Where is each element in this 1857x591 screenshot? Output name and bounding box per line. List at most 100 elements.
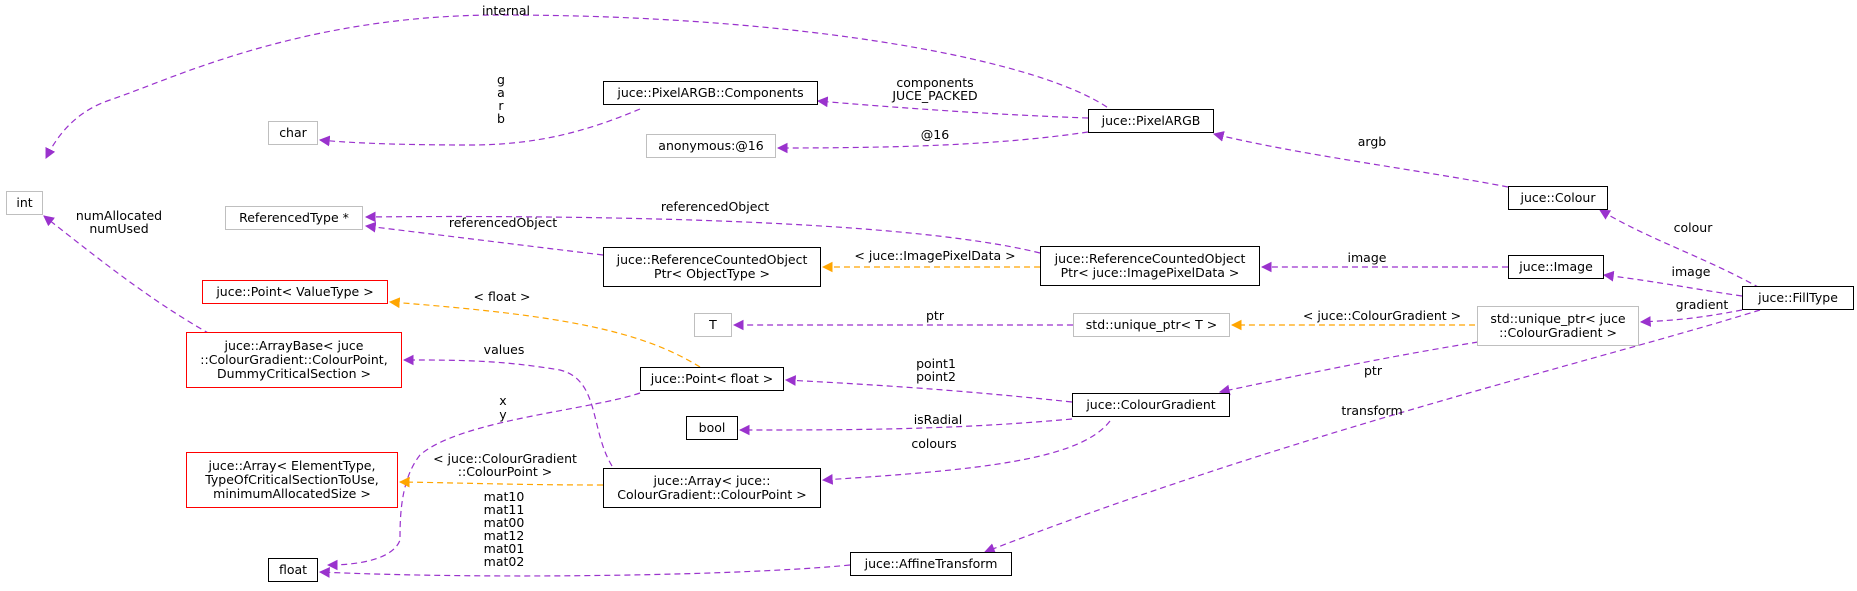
edge-label-referencedobject-1: referencedObject	[660, 199, 770, 214]
edge-label-b: b	[497, 111, 505, 126]
node-pixelargb[interactable]: juce::PixelARGB	[1088, 109, 1214, 133]
edge-values	[402, 354, 613, 467]
edge-lt-float	[388, 297, 701, 368]
edge-label-a: a	[497, 85, 505, 100]
node-referenced-type[interactable]: ReferencedType *	[225, 206, 363, 230]
node-rco-image-label-line1: juce::ReferenceCountedObject	[1054, 251, 1246, 266]
node-colour-label: juce::Colour	[1520, 190, 1596, 205]
node-rco-image-label-line2: Ptr< juce::ImagePixelData >	[1060, 265, 1240, 280]
edge-label-lt-float: < float >	[473, 289, 531, 304]
edge-colours	[821, 420, 1111, 485]
edge-garb	[318, 108, 641, 147]
edge-label-image-2: image	[1671, 264, 1711, 279]
node-rco-object-label-line2: Ptr< ObjectType >	[654, 266, 770, 281]
node-t-label: T	[709, 317, 717, 332]
node-bool[interactable]: bool	[686, 416, 738, 440]
node-t[interactable]: T	[694, 313, 732, 337]
node-anonymous16-label: anonymous:@16	[658, 138, 764, 153]
node-array-base[interactable]: juce::ArrayBase< juce::ColourGradient::C…	[186, 332, 402, 388]
edge-label-isradial: isRadial	[913, 412, 963, 427]
node-array-cp-label-line2: ColourGradient::ColourPoint >	[617, 487, 807, 502]
node-char[interactable]: char	[268, 121, 318, 145]
node-affine-transform-label: juce::AffineTransform	[864, 556, 998, 571]
edge-label-values: values	[483, 342, 525, 357]
edge-label-g: g	[497, 72, 505, 87]
node-unique-ptr-t[interactable]: std::unique_ptr< T >	[1073, 313, 1230, 337]
edge-label-y: y	[499, 407, 507, 422]
node-int[interactable]: int	[6, 191, 43, 215]
node-affine-transform[interactable]: juce::AffineTransform	[850, 552, 1012, 576]
node-referenced-type-label: ReferencedType *	[239, 210, 349, 225]
node-int-label: int	[16, 195, 33, 210]
edge-at16	[776, 131, 1089, 154]
edge-transform	[983, 309, 1761, 554]
edge-label-ptr-1: ptr	[926, 308, 944, 323]
node-char-label: char	[279, 125, 307, 140]
edge-xy	[326, 392, 641, 571]
edge-label-gradient: gradient	[1675, 297, 1729, 312]
edge-image-2	[1602, 270, 1743, 297]
edge-isradial	[738, 418, 1073, 436]
edge-argb	[1212, 131, 1509, 188]
edge-label-mat11: mat11	[483, 502, 525, 517]
edge-label-colour: colour	[1673, 220, 1713, 235]
node-components[interactable]: juce::PixelARGB::Components	[603, 81, 818, 105]
node-anonymous16[interactable]: anonymous:@16	[646, 134, 776, 158]
edge-label-mat00: mat00	[483, 515, 525, 530]
node-array-base-label-line3: DummyCriticalSection >	[217, 366, 371, 381]
edge-label-r: r	[498, 98, 504, 113]
node-components-label: juce::PixelARGB::Components	[617, 85, 804, 100]
node-array-cp[interactable]: juce::Array< juce::ColourGradient::Colou…	[603, 468, 821, 508]
node-array-template-label-line2: TypeOfCriticalSectionToUse,	[205, 472, 379, 487]
node-unique-ptr-cg-label-line1: std::unique_ptr< juce	[1490, 311, 1626, 326]
edge-internal	[45, 14, 1116, 159]
node-point-template-label: juce::Point< ValueType >	[216, 284, 374, 299]
edge-label-transform: transform	[1341, 403, 1403, 418]
edge-gradient	[1639, 309, 1743, 327]
node-array-template-label-line3: minimumAllocatedSize >	[213, 486, 371, 501]
node-point-float[interactable]: juce::Point< float >	[640, 367, 784, 391]
node-unique-ptr-t-label: std::unique_ptr< T >	[1085, 317, 1218, 332]
node-colour-gradient[interactable]: juce::ColourGradient	[1072, 393, 1230, 417]
node-image-label: juce::Image	[1519, 259, 1593, 274]
node-array-template[interactable]: juce::Array< ElementType,TypeOfCriticalS…	[186, 452, 398, 508]
edge-label-x: x	[499, 393, 507, 408]
node-colour[interactable]: juce::Colour	[1508, 186, 1608, 210]
edge-label-point2: point2	[916, 369, 956, 384]
edge-label-cp-template-2: ::ColourPoint >	[457, 464, 553, 479]
edge-label-components: components	[896, 75, 974, 90]
edge-label-colours: colours	[911, 436, 957, 451]
edge-label-ptr-2: ptr	[1364, 363, 1382, 378]
edge-label-mat01: mat01	[483, 541, 525, 556]
node-array-template-label-line1: juce::Array< ElementType,	[208, 458, 376, 473]
node-point-float-label: juce::Point< float >	[650, 371, 774, 386]
node-array-cp-label-line1: juce::Array< juce::	[653, 473, 771, 488]
node-float[interactable]: float	[268, 558, 318, 582]
edge-referencedobject-1	[364, 211, 1041, 254]
edge-label-mat12: mat12	[483, 528, 525, 543]
edge-label-argb: argb	[1357, 134, 1387, 149]
node-array-base-label-line1: juce::ArrayBase< juce	[224, 338, 364, 353]
edge-components	[816, 96, 1089, 119]
node-unique-ptr-cg[interactable]: std::unique_ptr< juce::ColourGradient >	[1477, 306, 1639, 346]
edge-label-juce-packed: JUCE_PACKED	[892, 88, 978, 103]
edge-referencedobject-2	[364, 221, 604, 256]
node-image[interactable]: juce::Image	[1508, 255, 1604, 279]
edge-label-at16: @16	[920, 127, 950, 142]
node-pixelargb-label: juce::PixelARGB	[1101, 113, 1201, 128]
edge-label-cp-template-1: < juce::ColourGradient	[433, 451, 577, 466]
node-point-template[interactable]: juce::Point< ValueType >	[202, 280, 388, 304]
node-rco-object-label-line1: juce::ReferenceCountedObject	[616, 252, 808, 267]
node-float-label: float	[278, 562, 308, 577]
edge-points	[784, 375, 1073, 403]
edge-label-mat10: mat10	[483, 489, 525, 504]
node-fill-type[interactable]: juce::FillType	[1742, 286, 1854, 310]
edge-num	[43, 215, 211, 335]
edge-label-image-1: image	[1347, 250, 1387, 265]
edge-label-num-allocated: numAllocated	[75, 208, 163, 223]
node-colour-gradient-label: juce::ColourGradient	[1086, 397, 1216, 412]
